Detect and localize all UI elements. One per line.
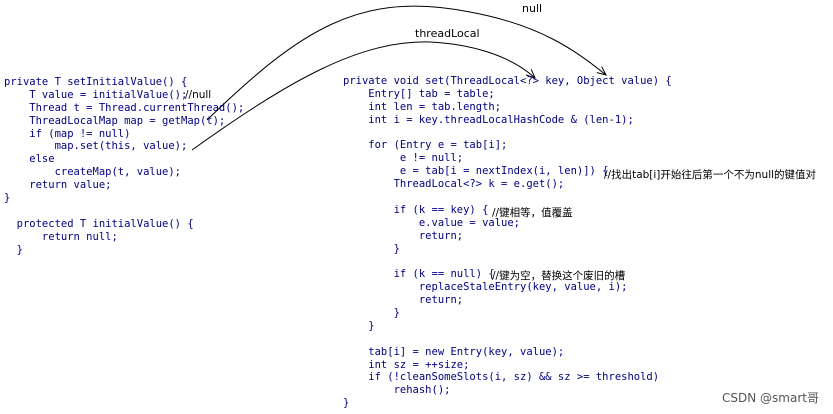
code-line: for (Entry e = tab[i]; [343, 139, 508, 152]
threadlocal-label: threadLocal [415, 27, 480, 40]
code-line: else [4, 153, 55, 166]
code-line: ThreadLocal<?> k = e.get(); [343, 178, 565, 191]
code-line: return; [343, 294, 464, 307]
code-line: e != null; [343, 152, 464, 165]
code-line: return value; [4, 179, 112, 192]
code-line: if (!cleanSomeSlots(i, sz) && sz >= thre… [343, 371, 660, 384]
arrow-threadlocal [191, 41, 535, 151]
code-line: createMap(t, value); [4, 166, 182, 179]
note-find-first-non-null: //找出tab[i]开始往后第一个不为null的键值对 [604, 169, 817, 181]
code-line: T value = initialValue(); [4, 88, 188, 101]
code-line [343, 333, 672, 346]
code-line: tab[i] = new Entry(key, value); [343, 345, 565, 358]
code-line: Entry[] tab = table; [343, 87, 495, 100]
code-line: rehash(); [343, 384, 451, 397]
code-line: } [343, 397, 350, 410]
watermark: CSDN @smart哥 [722, 391, 819, 405]
code-line: map.set(this, value); [4, 140, 188, 153]
code-line [343, 191, 672, 204]
note-null: //null [185, 89, 212, 101]
note-key-null: //键为空，替换这个废旧的槽 [492, 270, 626, 282]
code-line [343, 255, 672, 268]
code-line: } [343, 242, 400, 255]
code-line [343, 127, 672, 140]
code-line: int i = key.threadLocalHashCode & (len-1… [343, 113, 634, 126]
code-line: private T setInitialValue() { [4, 76, 188, 88]
code-block-set-initial-value: private T setInitialValue() { T value = … [4, 76, 244, 256]
code-line: ThreadLocalMap map = getMap(t); [4, 114, 226, 127]
arrow-null [206, 5, 606, 121]
code-line: if (k == key) { [343, 203, 489, 216]
code-line: if (map != null) [4, 127, 131, 140]
code-line: } [343, 319, 375, 332]
code-line: e.value = value; [343, 216, 521, 229]
code-line: protected T initialValue() { [4, 217, 194, 230]
note-key-equal: //键相等，值覆盖 [492, 207, 573, 219]
code-line: } [4, 243, 23, 256]
code-line: int sz = ++size; [343, 358, 470, 371]
code-line: return; [343, 229, 464, 242]
null-label: null [522, 2, 543, 15]
code-line: return null; [4, 230, 118, 243]
code-line: replaceStaleEntry(key, value, i); [343, 281, 628, 294]
code-line: private void set(ThreadLocal<?> key, Obj… [343, 75, 672, 87]
code-line: e = tab[i = nextIndex(i, len)]) { [343, 165, 609, 178]
code-line: } [4, 192, 11, 205]
code-line: int len = tab.length; [343, 100, 502, 113]
code-line: if (k == null) { [343, 268, 495, 281]
code-line [4, 205, 244, 218]
code-line: } [343, 307, 400, 320]
code-line: Thread t = Thread.currentThread(); [4, 101, 245, 114]
code-block-set: private void set(ThreadLocal<?> key, Obj… [343, 75, 672, 410]
